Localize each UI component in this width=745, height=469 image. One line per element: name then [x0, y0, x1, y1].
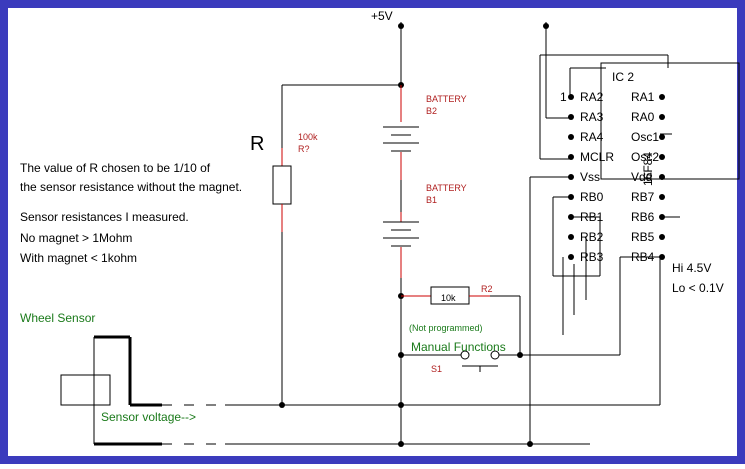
- ic-right-pin-label: RA0: [631, 110, 655, 124]
- note-line-4: No magnet > 1Mohm: [20, 231, 132, 245]
- note-line-3: Sensor resistances I measured.: [20, 210, 189, 224]
- vplus-label: +5V: [371, 9, 393, 23]
- ic-right-pin-dot: [659, 214, 665, 220]
- ic-left-pin-label: RB2: [580, 230, 604, 244]
- ic-left-pin-label: RA3: [580, 110, 604, 124]
- sensor-ground-wire: [162, 441, 590, 447]
- note-line-5: With magnet < 1kohm: [20, 251, 137, 265]
- resistor-r-ref: R?: [298, 144, 310, 154]
- ic-right-pin-label: RB7: [631, 190, 655, 204]
- ic-right-pin-label: Vdd: [631, 170, 652, 184]
- ic-left-pin-dot: [568, 134, 574, 140]
- resistor-r-value: 100k: [298, 132, 318, 142]
- wheel-sensor-symbol: [60, 335, 162, 446]
- battery-b2-symbol: [383, 85, 419, 180]
- ic-16f84-wiring: [520, 22, 680, 444]
- ic-right-pin-label: RA1: [631, 90, 655, 104]
- ic-left-pin-label: MCLR: [580, 150, 614, 164]
- ic-right-pin-dot: [659, 234, 665, 240]
- supply-rail: [282, 22, 404, 88]
- note-line-2: the sensor resistance without the magnet…: [20, 180, 242, 194]
- ic-part-number: 16F84: [641, 152, 655, 186]
- note-line-1: The value of R chosen to be 1/10 of: [20, 161, 211, 175]
- switch-s1-note: (Not programmed): [409, 323, 483, 333]
- ic-right-pin-dot: [659, 194, 665, 200]
- ic-left-pin-dot: [568, 114, 574, 120]
- ic-right-pin-dot: [659, 174, 665, 180]
- switch-s1-ref: S1: [431, 364, 442, 374]
- ic-right-pin-label: RB5: [631, 230, 655, 244]
- battery-b1-symbol: [383, 180, 419, 444]
- ic-left-pin-label: Vss: [580, 170, 600, 184]
- ic-left-pin-dot: [568, 254, 574, 260]
- ic-right-pin-label: RB4: [631, 250, 655, 264]
- sensor-signal-wire: [162, 257, 661, 408]
- ic-left-pin-label: RB1: [580, 210, 604, 224]
- resistor-r2-symbol: [398, 286, 521, 355]
- ic-right-pin-dot: [659, 94, 665, 100]
- level-hi: Hi 4.5V: [672, 261, 711, 275]
- ic-left-pin-label: RA2: [580, 90, 604, 104]
- ic-left-pin-dot: [568, 194, 574, 200]
- ic-right-pin-label: Osc1: [631, 130, 659, 144]
- resistor-r-symbol: [272, 85, 292, 405]
- ic-left-pin-dot: [568, 174, 574, 180]
- resistor-r2-value: 10k: [441, 293, 456, 303]
- ic-pin1-marker: 1: [560, 90, 567, 104]
- ic-left-pin-dot: [568, 214, 574, 220]
- sensor-voltage-label: Sensor voltage-->: [101, 410, 196, 424]
- ic-right-pin-label: Osc2: [631, 150, 659, 164]
- resistor-r2-ref: R2: [481, 284, 493, 294]
- ic-title: IC 2: [612, 70, 634, 84]
- switch-s1-symbol: [398, 350, 530, 372]
- ic-left-pin-label: RA4: [580, 130, 604, 144]
- ic-left-pin-dot: [568, 154, 574, 160]
- ic-right-pin-dot: [659, 154, 665, 160]
- battery-b1-name: BATTERY: [426, 183, 467, 193]
- ic-right-pin-dot: [659, 114, 665, 120]
- ic-right-pin-label: RB6: [631, 210, 655, 224]
- ic-right-pin-dot: [659, 134, 665, 140]
- battery-b2-name: BATTERY: [426, 94, 467, 104]
- wheel-sensor-title: Wheel Sensor: [20, 311, 95, 325]
- ic-left-pin-label: RB0: [580, 190, 604, 204]
- ic-left-pin-dot: [568, 234, 574, 240]
- battery-b2-ref: B2: [426, 106, 437, 116]
- ic-left-pin-label: RB3: [580, 250, 604, 264]
- level-lo: Lo < 0.1V: [672, 281, 724, 295]
- ic-package-outline: [600, 62, 740, 180]
- ic-right-pin-dot: [659, 254, 665, 260]
- switch-s1-label: Manual Functions: [411, 340, 506, 354]
- resistor-r-big-label: R: [250, 133, 264, 155]
- ic-left-pin-dot: [568, 94, 574, 100]
- battery-b1-ref: B1: [426, 195, 437, 205]
